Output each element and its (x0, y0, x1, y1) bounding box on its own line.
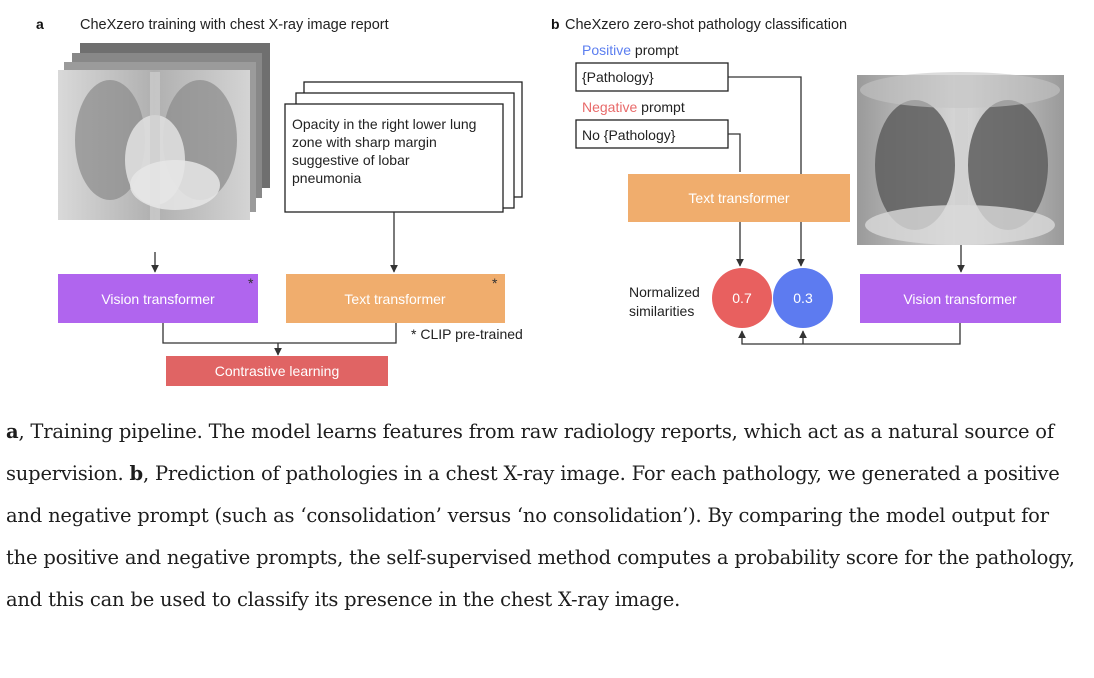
caption-b-text: , Prediction of pathologies in a chest X… (6, 462, 1075, 611)
contrastive-learning-label: Contrastive learning (215, 363, 340, 379)
report-line-4: pneumonia (292, 170, 361, 186)
figure-caption: a, Training pipeline. The model learns f… (6, 411, 1076, 621)
report-line-3: suggestive of lobar (292, 152, 410, 168)
vision-transformer-b (860, 274, 1061, 323)
contrastive-learning-box (166, 356, 388, 386)
positive-rest: prompt (631, 42, 679, 58)
panel-a-letter: a (36, 16, 44, 32)
text-transformer-a-label: Text transformer (344, 291, 445, 307)
negative-prompt-heading: Negative prompt (582, 99, 685, 115)
xray-stack (58, 43, 270, 220)
positive-similarity-value: 0.7 (732, 290, 752, 306)
panel-b-letter: b (551, 16, 560, 32)
text-transformer-a (286, 274, 505, 323)
negative-prompt-box (575, 119, 729, 149)
normalized-label-1: Normalized (629, 284, 700, 300)
vision-transformer-a-label: Vision transformer (101, 291, 215, 307)
xray-image-b (857, 72, 1064, 245)
report-line-1: Opacity in the right lower lung (292, 116, 476, 132)
report-line-2: zone with sharp margin (292, 134, 437, 150)
text-star: * (492, 275, 498, 291)
vision-star: * (248, 275, 254, 291)
normalized-label-2: similarities (629, 303, 694, 319)
clip-footnote: * CLIP pre-trained (411, 326, 523, 342)
negative-similarity-value: 0.3 (793, 290, 813, 306)
vision-transformer-b-label: Vision transformer (903, 291, 1017, 307)
negative-similarity-circle (773, 268, 833, 328)
caption-a-label: a (6, 420, 19, 443)
caption-a-text: , Training pipeline. The model learns fe… (6, 420, 1054, 485)
negative-prompt-text: No {Pathology} (582, 127, 676, 143)
text-transformer-b (628, 174, 850, 222)
negative-word: Negative (582, 99, 637, 115)
panel-a-title: CheXzero training with chest X-ray image… (80, 17, 389, 33)
negative-rest: prompt (637, 99, 685, 115)
vision-transformer-a (58, 274, 258, 323)
positive-prompt-text: {Pathology} (582, 69, 654, 85)
positive-similarity-circle (712, 268, 772, 328)
positive-word: Positive (582, 42, 631, 58)
positive-prompt-heading: Positive prompt (582, 42, 679, 58)
caption-b-label: b (129, 462, 144, 485)
report-stack (284, 81, 523, 213)
text-transformer-b-label: Text transformer (688, 190, 789, 206)
figure-diagram: a CheXzero training with chest X-ray ima… (36, 16, 1064, 386)
panel-b-title: CheXzero zero-shot pathology classificat… (565, 17, 847, 33)
